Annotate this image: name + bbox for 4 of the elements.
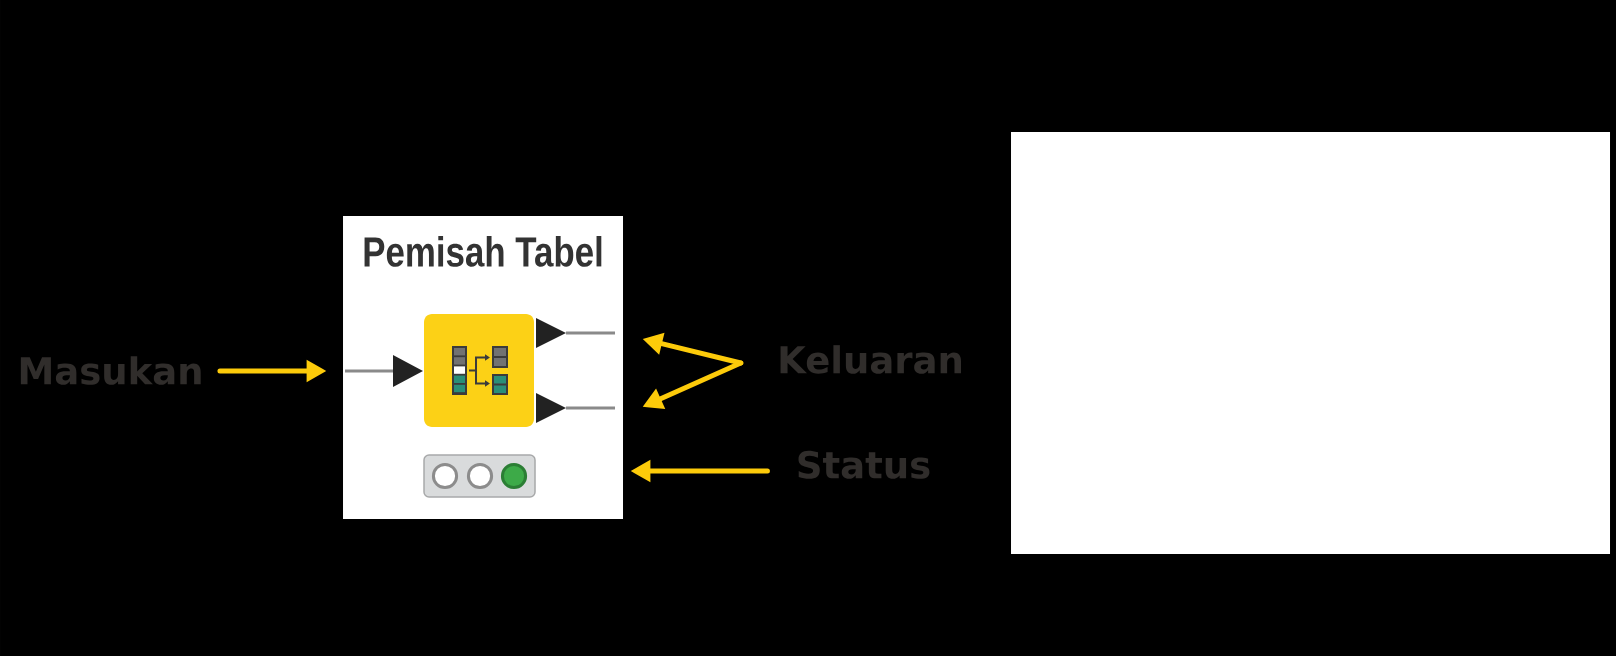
blank-panel bbox=[1011, 132, 1610, 554]
output-port bbox=[536, 318, 615, 348]
output-port bbox=[536, 393, 615, 423]
input-port bbox=[345, 355, 423, 387]
